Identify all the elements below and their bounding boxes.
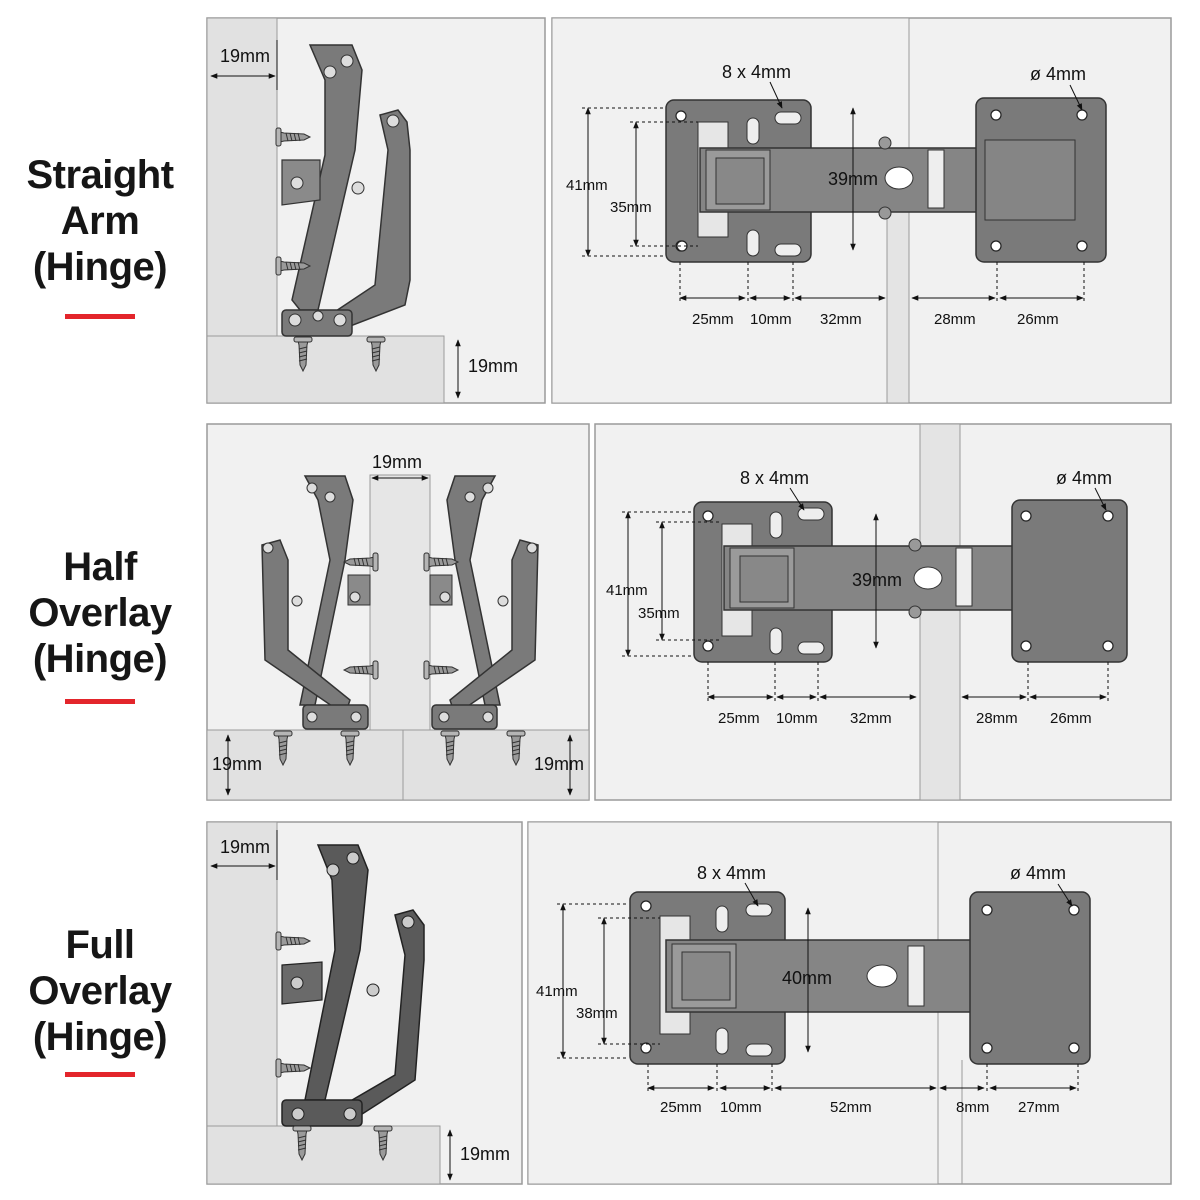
dim-w2: 10mm [750,311,792,328]
dim-w1: 25mm [692,311,734,328]
row-title-straight-arm: Straight Arm (Hinge) [0,152,200,290]
dim-w1: 25mm [660,1099,702,1116]
dim-height-inner: 35mm [638,605,680,622]
side-view-full-overlay: 19mm 19mm [206,821,523,1185]
dim-w4: 28mm [976,710,1018,727]
dim-panel-thickness: 19mm [220,837,270,857]
title-line: Straight [26,153,174,197]
dim-w3: 32mm [820,311,862,328]
dim-arm-height: 39mm [828,169,878,189]
top-view-half-overlay: 8 x 4mm ø 4mm 41mm 35mm 39mm 25mm 10mm 3… [594,423,1172,801]
title-line: Full [65,923,135,967]
dim-w5: 26mm [1050,710,1092,727]
red-divider [65,1072,135,1077]
title-line: Overlay [28,969,172,1013]
red-divider [65,314,135,319]
dim-board-thickness: 19mm [460,1144,510,1164]
dim-hole: ø 4mm [1010,863,1066,883]
dim-w4: 28mm [934,311,976,328]
dim-hole: ø 4mm [1056,468,1112,488]
dim-hole: ø 4mm [1030,64,1086,84]
dim-right-board: 19mm [534,754,584,774]
dim-panel-thickness: 19mm [220,46,270,66]
dim-w1: 25mm [718,710,760,727]
dim-gap: 19mm [372,452,422,472]
dim-height-inner: 35mm [610,199,652,216]
row-title-full-overlay: Full Overlay (Hinge) [0,922,200,1060]
dim-slot: 8 x 4mm [697,863,766,883]
dim-w2: 10mm [720,1099,762,1116]
dim-height-outer: 41mm [536,983,578,1000]
dim-w5: 26mm [1017,311,1059,328]
title-line: Overlay [28,591,172,635]
dim-arm-height: 39mm [852,570,902,590]
red-divider [65,699,135,704]
dim-height-outer: 41mm [606,582,648,599]
title-line: (Hinge) [32,245,168,289]
dim-w3: 32mm [850,710,892,727]
dim-slot: 8 x 4mm [740,468,809,488]
dim-w5: 27mm [1018,1099,1060,1116]
dim-slot: 8 x 4mm [722,62,791,82]
side-view-half-overlay: 19mm 19mm 19mm [206,423,590,801]
side-view-straight-arm: 19mm 19mm [206,17,546,404]
dim-arm-height: 40mm [782,968,832,988]
title-line: Half [63,545,137,589]
dim-height-inner: 38mm [576,1005,618,1022]
row-title-half-overlay: Half Overlay (Hinge) [0,544,200,682]
title-line: (Hinge) [32,637,168,681]
dim-board-thickness: 19mm [468,356,518,376]
dim-w3: 52mm [830,1099,872,1116]
dim-w2: 10mm [776,710,818,727]
title-line: (Hinge) [32,1015,168,1059]
top-view-full-overlay: 8 x 4mm ø 4mm 41mm 38mm 40mm 25mm 10mm 5… [527,821,1172,1185]
dim-left-board: 19mm [212,754,262,774]
title-line: Arm [60,199,140,243]
dim-height-outer: 41mm [566,177,608,194]
top-view-straight-arm: 8 x 4mm ø 4mm 41mm 35mm 39mm 25mm 10mm 3… [551,17,1172,404]
dim-w4: 8mm [956,1099,989,1116]
